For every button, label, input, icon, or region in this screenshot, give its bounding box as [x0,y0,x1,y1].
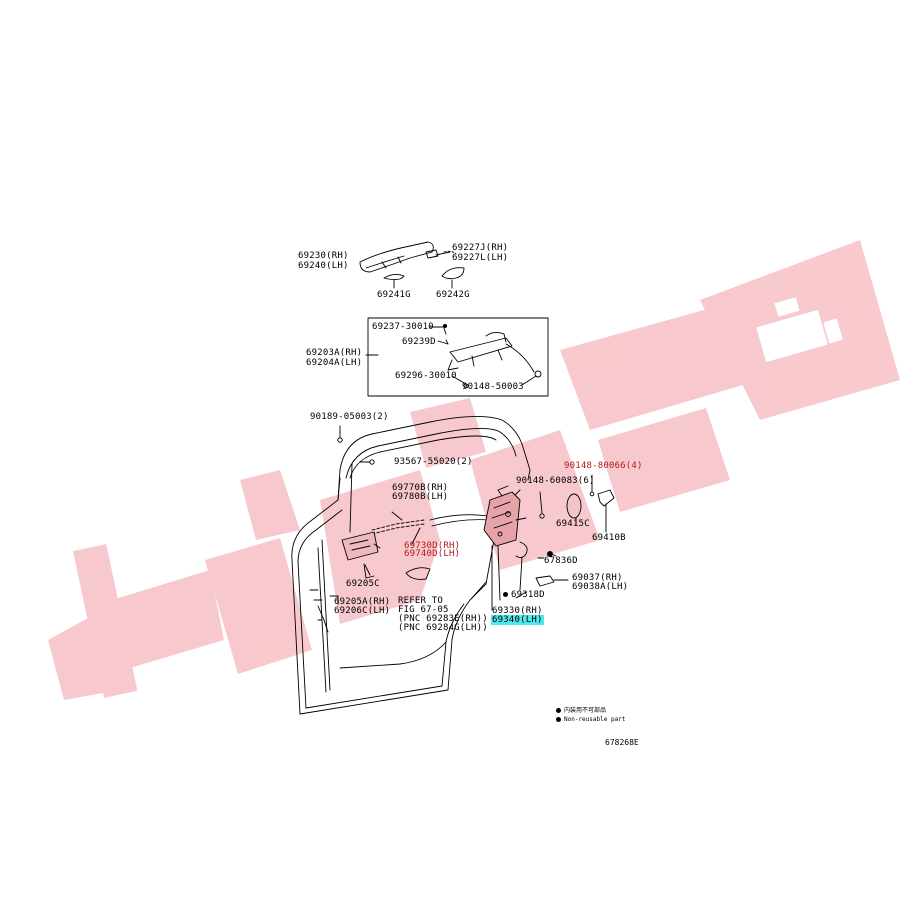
refer-note-line-4: (PNC 69284G(LH)) [398,623,488,633]
part-label-69204a: 69204A(LH) [306,358,363,368]
refer-note-line-1: REFER TO [398,596,443,606]
figure-code: 678268E [605,738,639,747]
part-label-90148-80066: 90148-80066(4) [564,461,643,471]
part-label-69240: 69240(LH) [298,261,349,271]
inside-handle-part [317,531,381,633]
part-label-69205a: 69205A(RH) [334,597,391,607]
part-label-69239d: 69239D [402,337,436,347]
part-label-90148-50003: 90148-50003 [462,382,524,392]
part-label-69230: 69230(RH) [298,251,349,261]
handle-frame-part [442,323,542,389]
refer-note-line-3: (PNC 69283E(RH)) [398,614,488,624]
legend-dot-icon [556,708,561,713]
part-label-90148-60083: 90148-60083(6) [516,476,595,486]
part-label-69340-highlighted[interactable]: 69340(LH) [491,615,544,625]
part-label-90189: 90189-05003(2) [310,412,389,422]
part-label-69241g: 69241G [377,290,411,300]
legend-dot-icon [556,717,561,722]
part-label-69770b: 69770B(RH) [392,483,449,493]
lock-rod-part [515,541,528,559]
part-label-69037: 69037(RH) [572,573,623,583]
part-label-69740d: 69740D(LH) [404,549,461,559]
seal-pad-part [405,567,431,580]
door-striker-part [597,489,615,531]
legend-text-1: 内装用不可部品 [564,707,607,714]
legend-line-1: 内装用不可部品 [556,707,606,715]
part-label-69237: 69237-30010 [372,322,434,332]
part-label-69242g: 69242G [436,290,470,300]
part-label-69410b: 69410B [592,533,626,543]
part-label-69227j: 69227J(RH) [452,243,509,253]
part-label-69780b: 69780B(LH) [392,492,449,502]
frame-subassembly-box [367,317,549,397]
door-outline [291,415,531,715]
lock-cable-part [371,514,491,535]
refer-note-line-2: FIG 67-05 [398,605,449,615]
non-reusable-marker-icon [503,592,508,597]
part-label-69206c: 69206C(LH) [334,606,391,616]
screw-parts [337,425,595,557]
part-label-69318d: 69318D [503,590,545,600]
part-label-93567: 93567-55020(2) [394,457,473,467]
legend-line-2: Non-reusable part [556,716,625,724]
door-lock-assembly-part [483,485,527,547]
part-label-69318d-text: 69318D [511,590,545,600]
part-label-69227l: 69227L(LH) [452,253,509,263]
outside-handle-part [359,241,434,273]
part-label-69330: 69330(RH) [492,606,543,616]
handle-pad-part [425,249,457,259]
part-label-69296: 69296-30010 [395,371,457,381]
part-label-69205c: 69205C [346,579,380,589]
lock-clip-part [535,575,555,587]
part-label-67836d: 67836D [544,556,578,566]
part-label-69203a: 69203A(RH) [306,348,363,358]
handle-cover-parts [383,267,465,289]
part-label-69730d: 69730D(RH) [404,541,461,551]
part-label-69415c: 69415C [556,519,590,529]
striker-cover-part [566,493,582,519]
legend-text-2: Non-reusable part [564,716,626,723]
part-label-69038a: 69038A(LH) [572,582,629,592]
